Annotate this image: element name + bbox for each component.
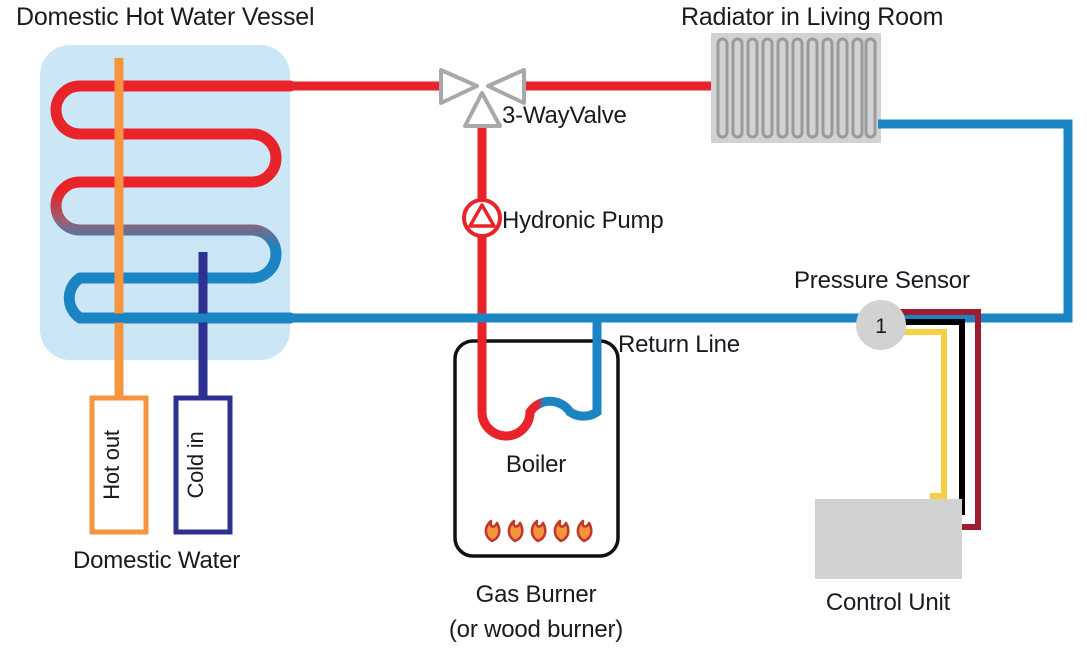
valve-port-right <box>486 68 526 105</box>
sensor-number: 1 <box>875 315 886 338</box>
control-unit-body <box>815 499 962 579</box>
hydronic-pump-label: Hydronic Pump <box>502 207 663 234</box>
flame-icon <box>484 519 501 543</box>
pump-impeller <box>468 203 496 228</box>
radiator-fin-icon <box>776 37 789 139</box>
flame-icon <box>507 519 524 543</box>
hot-out-box <box>89 395 149 535</box>
vessel-heat-exchanger-coil <box>50 80 296 324</box>
flame-icon <box>576 519 593 543</box>
radiator-fins <box>716 37 877 139</box>
page-title-vessel: Domestic Hot Water Vessel <box>16 3 314 31</box>
radiator-fin-icon <box>836 37 849 139</box>
page-title-radiator: Radiator in Living Room <box>681 3 943 31</box>
pressure-sensor-icon[interactable]: 1 <box>856 300 906 350</box>
radiator-fin-icon <box>864 37 877 139</box>
control-unit[interactable] <box>815 499 962 579</box>
flame-icon <box>530 519 547 543</box>
radiator-fin-icon <box>731 37 744 139</box>
control-unit-label: Control Unit <box>826 589 951 616</box>
return-line-from-radiator <box>878 119 1073 323</box>
boiler-heat-exchanger <box>477 336 602 441</box>
return-line-label: Return Line <box>618 331 740 358</box>
radiator-fin-icon <box>821 37 834 139</box>
three-way-valve-label: 3-WayValve <box>502 102 627 129</box>
burner-flames <box>484 519 593 543</box>
flame-icon <box>553 519 570 543</box>
hydronic-pump-icon[interactable] <box>462 198 502 238</box>
gas-burner-label-line2: (or wood burner) <box>449 616 623 643</box>
wire-black <box>884 319 965 515</box>
pressure-sensor-label: Pressure Sensor <box>794 267 970 294</box>
hot-out-label: Hot out <box>99 430 124 500</box>
valve-port-left <box>439 68 479 105</box>
radiator-fin-icon <box>806 37 819 139</box>
radiator-fin-icon <box>791 37 804 139</box>
sensor-badge <box>856 300 906 350</box>
wire-yellow <box>884 329 947 499</box>
gas-burner-label-line1: Gas Burner <box>476 581 597 608</box>
radiator-fin-icon <box>746 37 759 139</box>
hot-water-vessel <box>40 45 296 360</box>
valve-port-bottom <box>463 91 502 128</box>
radiator-fin-icon <box>761 37 774 139</box>
sensor-wiring <box>884 309 981 530</box>
boiler-label: Boiler <box>506 451 566 478</box>
domestic-water-label: Domestic Water <box>73 547 240 574</box>
three-way-valve-icon[interactable] <box>439 68 526 128</box>
radiator-body <box>711 33 881 143</box>
radiator-fin-icon <box>716 37 729 139</box>
cold-in-box <box>173 395 233 535</box>
boiler: Boiler <box>453 336 620 558</box>
radiator <box>711 33 881 143</box>
cold-in-label: Cold in <box>183 431 208 498</box>
boiler-body <box>453 339 620 558</box>
domestic-water-group: Hot out Cold in Domestic Water <box>73 58 240 574</box>
radiator-fin-icon <box>851 37 864 139</box>
